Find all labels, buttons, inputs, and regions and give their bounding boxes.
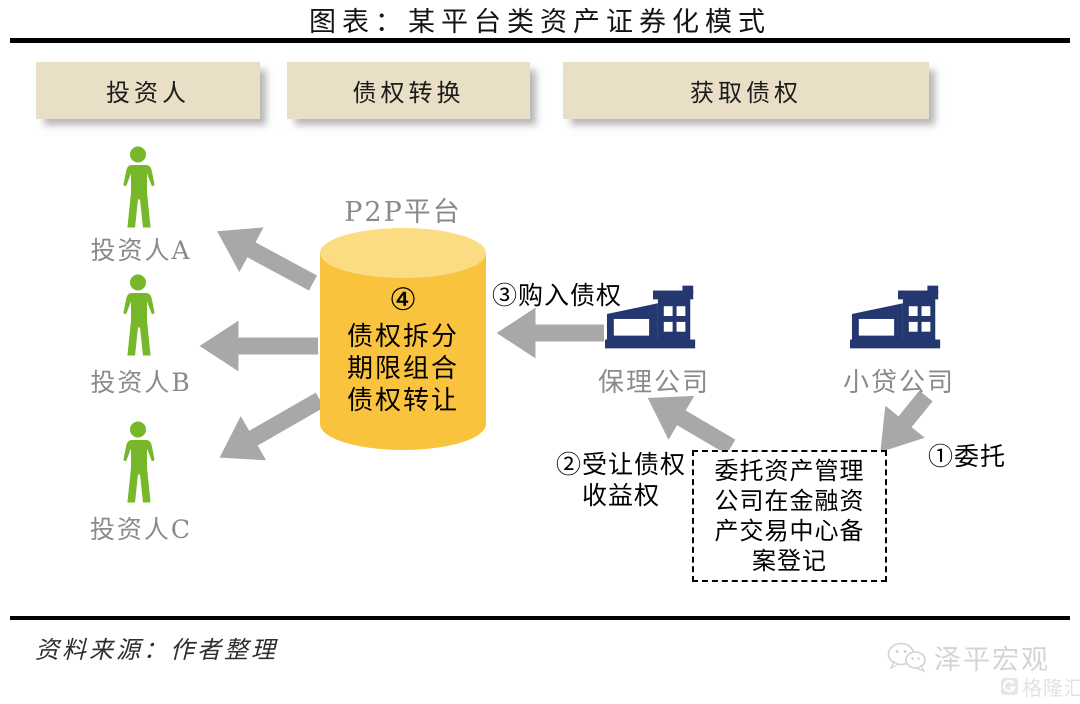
- small-loan-company-building-icon: [850, 285, 941, 349]
- investor-c-person-icon: [123, 421, 155, 503]
- page-title: 图表：某平台类资产证券化模式: [309, 7, 771, 38]
- registration-note-line: 案登记: [752, 547, 827, 575]
- column-header-investors: 投资人: [36, 62, 260, 119]
- gelonghui-logo-icon: [1001, 678, 1018, 695]
- gelonghui-watermark-text: 格隆汇: [1022, 676, 1080, 700]
- step2-label-line2: 收益权: [581, 481, 660, 510]
- column-header-label: 债权转换: [352, 79, 465, 107]
- factoring-company-building-icon: [605, 285, 696, 349]
- gelonghui-watermark: 格隆汇: [1000, 672, 1080, 701]
- step1-label: ①委托: [928, 442, 1007, 471]
- step2-label: ②受让债权 收益权: [548, 449, 694, 511]
- platform-function-line: 期限组合: [346, 354, 459, 384]
- platform-function-text: ④ 债权拆分 期限组合 债权转让: [320, 279, 486, 417]
- investor-b-person-icon: [123, 274, 155, 356]
- top-divider: [10, 38, 1070, 43]
- zeping-watermark-text: 泽平宏观: [934, 645, 1050, 676]
- p2p-platform-cylinder-icon: [320, 228, 486, 450]
- step4-badge: ④: [389, 282, 417, 318]
- wechat-icon: [887, 642, 926, 672]
- registration-note-line: 产交易中心备: [714, 517, 865, 545]
- investor-c-label: 投资人C: [89, 515, 193, 544]
- step3-label: ③购入债权: [492, 281, 623, 310]
- investor-b-label: 投资人B: [90, 368, 192, 397]
- platform-function-line: 债权拆分: [346, 322, 459, 352]
- arrow-registration-to-factoring: [647, 395, 736, 455]
- bottom-divider: [10, 616, 1070, 620]
- column-header-debt-acquisition: 获取债权: [563, 62, 929, 119]
- column-header-label: 获取债权: [690, 79, 802, 107]
- p2p-platform-label: P2P平台: [344, 197, 462, 228]
- column-header-debt-conversion: 债权转换: [287, 62, 530, 119]
- investor-a-person-icon: [123, 146, 155, 228]
- small-loan-company-label: 小贷公司: [842, 368, 955, 398]
- arrow-smallloan-to-registration: [880, 390, 933, 452]
- step2-label-line1: ②受让债权: [555, 450, 686, 479]
- registration-note-box: 委托资产管理 公司在金融资 产交易中心备 案登记: [692, 450, 887, 582]
- registration-note-line: 委托资产管理: [714, 457, 865, 485]
- column-header-label: 投资人: [106, 79, 190, 107]
- arrow-platform-to-investor-a: [217, 227, 318, 291]
- registration-note-line: 公司在金融资: [714, 487, 865, 515]
- factoring-company-label: 保理公司: [597, 368, 710, 398]
- source-note: 资料来源：作者整理: [35, 636, 278, 664]
- zeping-watermark: 泽平宏观: [886, 638, 1050, 677]
- arrow-platform-to-investor-c: [219, 392, 325, 461]
- investor-a-label: 投资人A: [90, 236, 192, 265]
- platform-function-line: 债权转让: [346, 386, 459, 416]
